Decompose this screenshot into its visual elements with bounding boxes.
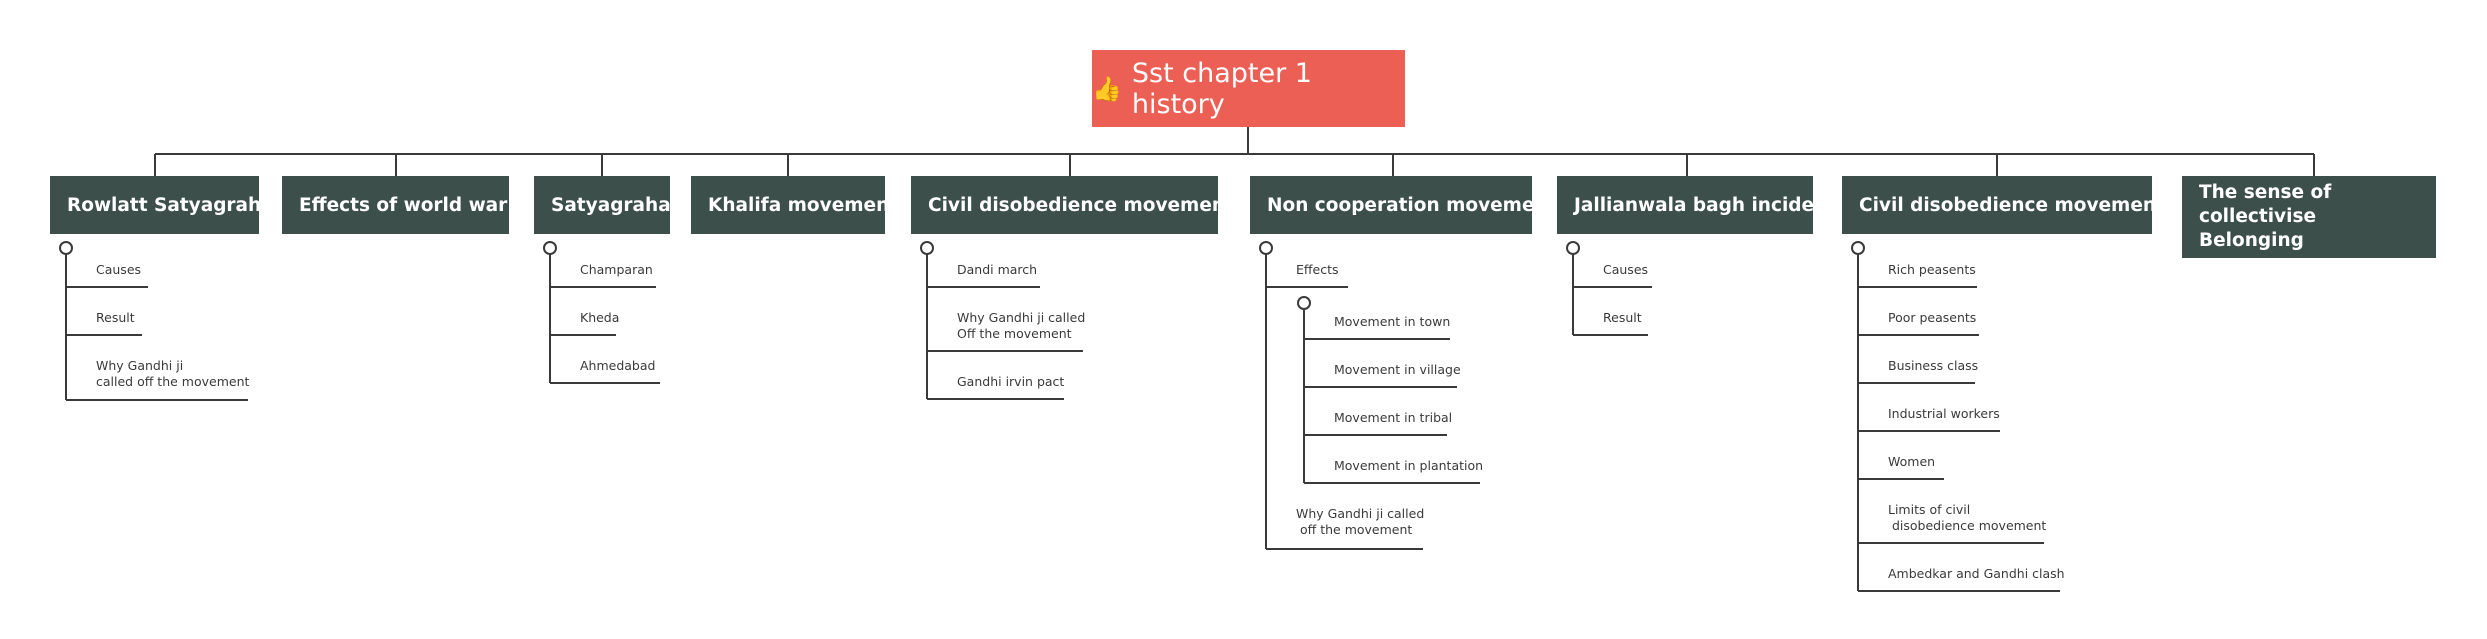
topic-satyagraha[interactable]: Satyagraha: [534, 176, 671, 234]
root-node[interactable]: 👍 Sst chapter 1 history: [1092, 50, 1405, 127]
subtopic-rich-peasents[interactable]: Rich peasents: [1888, 262, 1976, 277]
topic-khalifa-movement[interactable]: Khalifa movement: [691, 176, 898, 234]
collapse-toggle[interactable]: [1851, 241, 1865, 255]
subtopic-causes[interactable]: Causes: [1603, 262, 1649, 277]
topic-non-cooperation-movement[interactable]: Non cooperation movement: [1250, 176, 1557, 234]
collapse-toggle[interactable]: [1259, 241, 1273, 255]
topic-rowlatt-satyagraha[interactable]: Rowlatt Satyagraha: [50, 176, 274, 234]
subtopic-effects[interactable]: Effects: [1296, 262, 1339, 277]
subtopic-business-class[interactable]: Business class: [1888, 358, 1979, 373]
root-label: Sst chapter 1 history: [1131, 57, 1312, 120]
subtopic-champaran[interactable]: Champaran: [580, 262, 653, 277]
subtopic-kheda[interactable]: Kheda: [580, 310, 620, 325]
subtopic-ambedkar-and-gandhi-clash[interactable]: Ambedkar and Gandhi clash: [1888, 566, 2065, 581]
thumbs-up-icon: 👍: [1092, 74, 1122, 103]
collapse-toggle[interactable]: [543, 241, 557, 255]
collapse-toggle[interactable]: [1297, 296, 1311, 310]
subtopic-movement-in-tribal[interactable]: Movement in tribal: [1334, 410, 1453, 425]
collapse-toggle[interactable]: [920, 241, 934, 255]
subtopic-result[interactable]: Result: [1603, 310, 1642, 325]
subtopic-industrial-workers[interactable]: Industrial workers: [1888, 406, 2000, 421]
subtopic-movement-in-village[interactable]: Movement in village: [1334, 362, 1461, 377]
subtopic-why-gandhi-ji-called-off[interactable]: Why Gandhi ji called off the movement: [96, 358, 250, 389]
subtopic-ahmedabad[interactable]: Ahmedabad: [580, 358, 656, 373]
subtopic-dandi-march[interactable]: Dandi march: [957, 262, 1038, 277]
subtopic-movement-in-plantation[interactable]: Movement in plantation: [1334, 458, 1484, 473]
subtopic-poor-peasents[interactable]: Poor peasents: [1888, 310, 1977, 325]
subtopic-movement-in-town[interactable]: Movement in town: [1334, 314, 1451, 329]
subtopic-result[interactable]: Result: [96, 310, 135, 325]
subtopic-gandhi-irvin-pact[interactable]: Gandhi irvin pact: [957, 374, 1065, 389]
topic-sense-of-collectivise-belonging[interactable]: The sense of collectivise Belonging: [2182, 176, 2436, 258]
subtopic-women[interactable]: Women: [1888, 454, 1936, 469]
collapse-toggle[interactable]: [59, 241, 73, 255]
subtopic-causes[interactable]: Causes: [96, 262, 142, 277]
collapse-toggle[interactable]: [1566, 241, 1580, 255]
topic-civil-disobedience-movement-1[interactable]: Civil disobedience movement 1: [911, 176, 1253, 234]
subtopic-limits-of-civil-disobedience[interactable]: Limits of civil disobedience movement: [1888, 502, 2047, 533]
topic-effects-of-world-war-1[interactable]: Effects of world war 1: [282, 176, 527, 234]
topic-civil-disobedience-movement-2[interactable]: Civil disobedience movement 2: [1842, 176, 2184, 234]
subtopic-why-gandhi-ji-called-off[interactable]: Why Gandhi ji called Off the movement: [957, 310, 1086, 341]
topic-jallianwala-bagh-incident[interactable]: Jallianwala bagh incident: [1557, 176, 1836, 234]
subtopic-why-gandhi-ji-called-off[interactable]: Why Gandhi ji called off the movement: [1296, 506, 1425, 537]
